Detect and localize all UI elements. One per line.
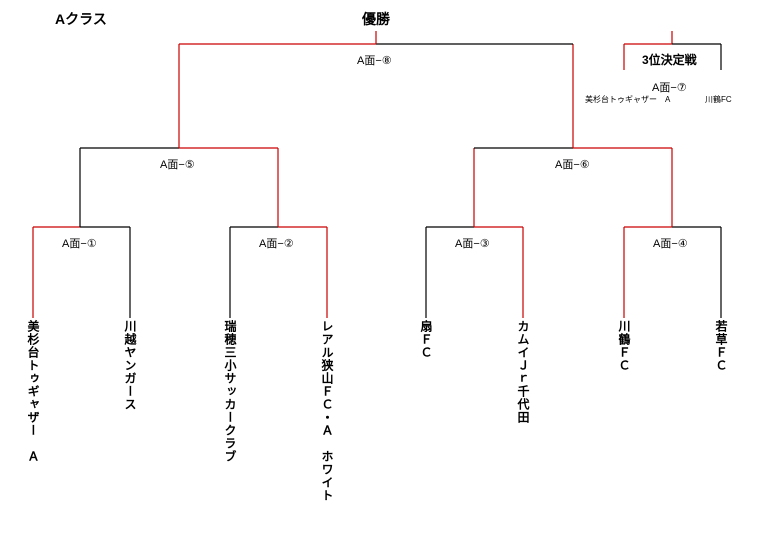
match-label-1: A面−① <box>62 238 97 250</box>
third-place-title: 3位決定戦 <box>642 53 697 67</box>
champion-title: 優勝 <box>362 11 390 27</box>
third-place-team-right: 川鶴FC <box>705 95 732 104</box>
team-8: 若草ＦＣ <box>714 320 728 372</box>
team-1: 美杉台トゥギャザー Ａ <box>26 320 40 463</box>
match-label-7: A面−⑦ <box>652 82 687 94</box>
team-7: 川鶴ＦＣ <box>617 320 631 372</box>
team-4: レアル狭山ＦＣ・Ａ ホワイト <box>320 320 334 502</box>
third-place-team-left: 美杉台トゥギャザー A <box>585 95 671 104</box>
match-label-3: A面−③ <box>455 238 490 250</box>
match-label-6: A面−⑥ <box>555 159 590 171</box>
class-title: Aクラス <box>55 11 107 27</box>
team-2: 川越ヤンガース <box>123 320 137 411</box>
match-label-4: A面−④ <box>653 238 688 250</box>
match-label-2: A面−② <box>259 238 294 250</box>
team-3: 瑞穂三小サッカークラブ <box>223 320 237 463</box>
match-label-8: A面−⑧ <box>357 55 392 67</box>
match-label-5: A面−⑤ <box>160 159 195 171</box>
team-6: カムイＪｒ千代田 <box>516 320 530 424</box>
team-5: 扇ＦＣ <box>419 320 433 359</box>
